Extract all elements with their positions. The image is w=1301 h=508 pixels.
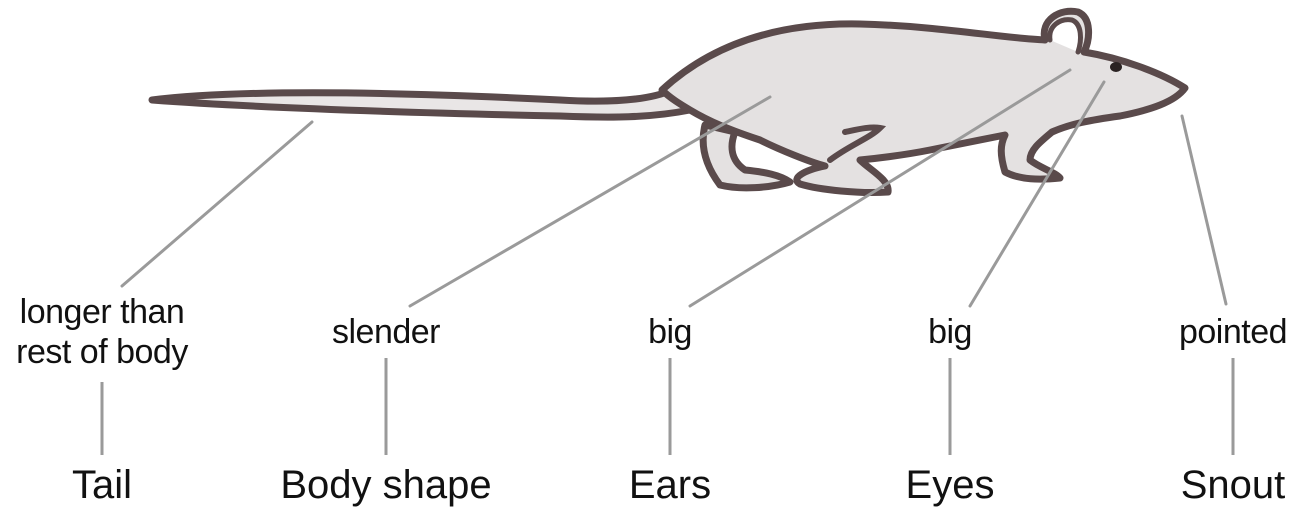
eyes-label: Eyes — [880, 462, 1020, 508]
eyes-description: big — [890, 312, 1010, 352]
tail-leader-line — [122, 122, 312, 286]
ears-description: big — [610, 312, 730, 352]
body-shape-leader-line — [410, 97, 770, 306]
mouse-illustration — [152, 11, 1185, 192]
mouse-tail — [152, 90, 690, 117]
connector-lines — [102, 358, 1233, 455]
tail-label: Tail — [42, 462, 162, 508]
body-shape-description: slender — [296, 312, 476, 352]
snout-label: Snout — [1163, 462, 1301, 508]
body-shape-label: Body shape — [266, 462, 506, 508]
ears-label: Ears — [600, 462, 740, 508]
mouse-eye — [1110, 62, 1122, 72]
tail-description: longer than rest of body — [2, 292, 202, 372]
snout-leader-line — [1182, 116, 1226, 304]
snout-description: pointed — [1163, 312, 1301, 352]
